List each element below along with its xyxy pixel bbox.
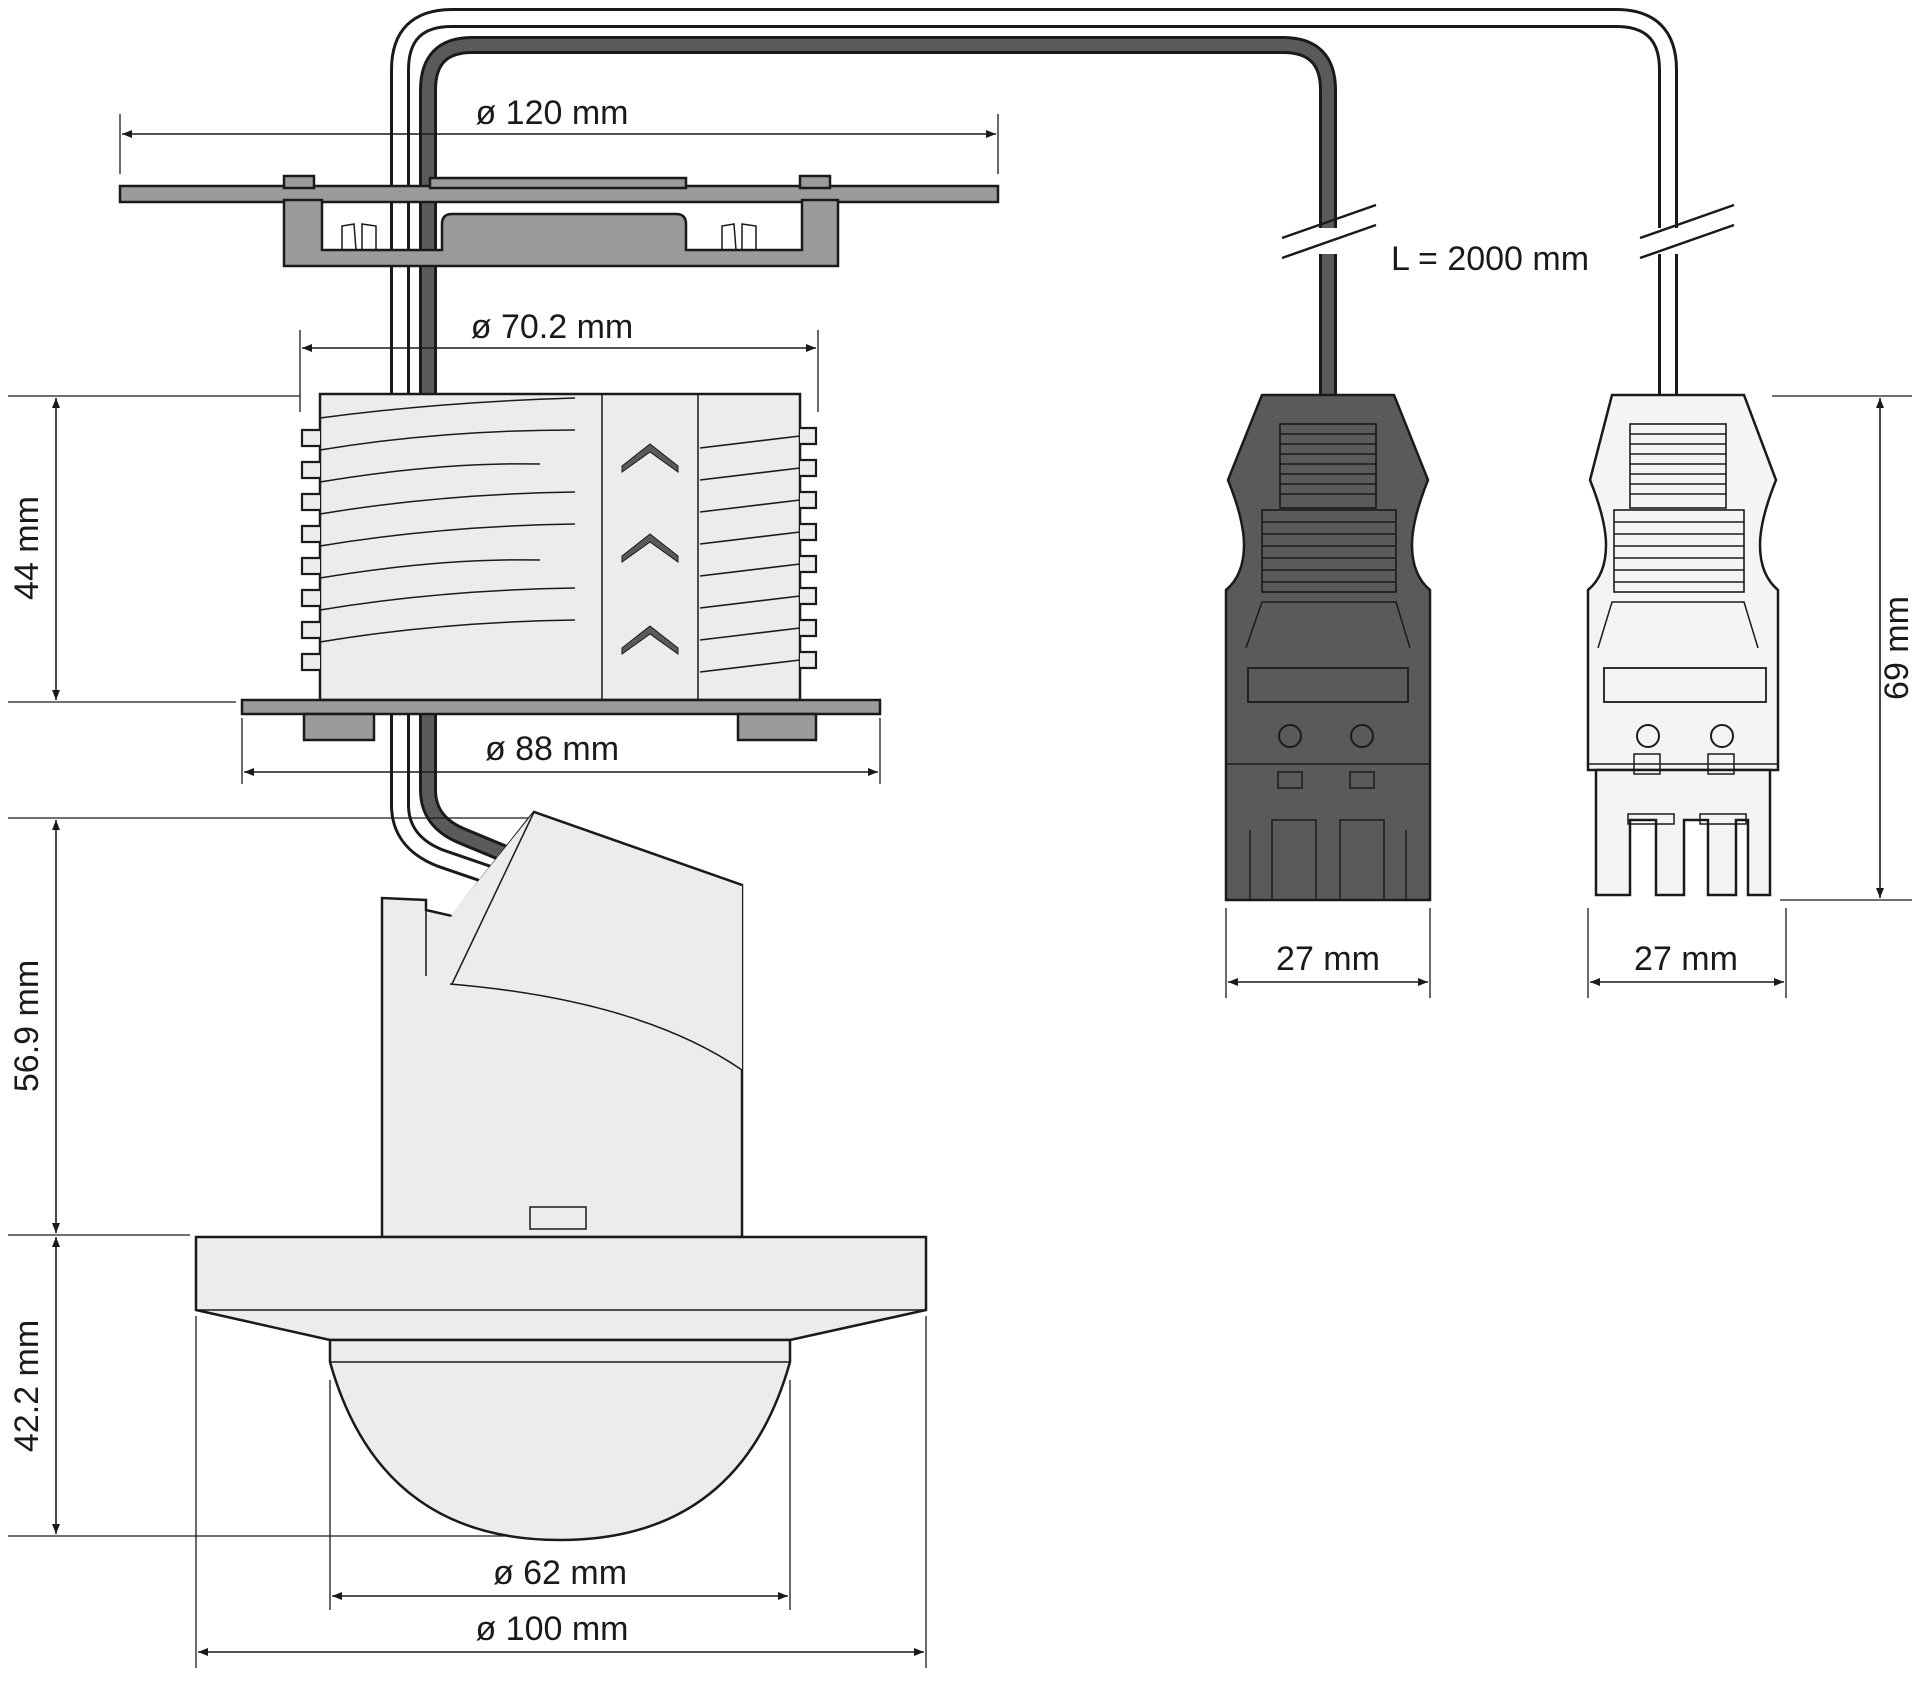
cable-length-label: L = 2000 mm xyxy=(1391,240,1589,278)
fins-left xyxy=(300,428,320,672)
sensor-dome xyxy=(328,1338,792,1542)
dimension-flange-diameter: ø 100 mm xyxy=(195,1316,927,1668)
dimension-dome-diameter: ø 62 mm xyxy=(329,1380,791,1610)
dimension-label: 42.2 mm xyxy=(8,1320,46,1452)
thread-lines xyxy=(319,397,801,673)
dimension-label: ø 62 mm xyxy=(493,1554,627,1592)
dimension-label: 27 mm xyxy=(1276,940,1380,978)
dimension-label: ø 100 mm xyxy=(475,1610,628,1648)
mounting-bracket xyxy=(118,174,1000,268)
dimension-label: 27 mm xyxy=(1634,940,1738,978)
lower-housing xyxy=(380,810,744,1239)
dimension-label: 44 mm xyxy=(8,496,46,600)
arrow-marks xyxy=(621,443,679,655)
upper-body xyxy=(300,392,818,702)
dimension-label: ø 88 mm xyxy=(485,730,619,768)
dimension-body-diameter: ø 70.2 mm xyxy=(299,308,819,412)
head-flange xyxy=(194,1235,928,1342)
dimension-connector-height: 69 mm xyxy=(1772,395,1916,901)
dimension-bracket-diameter: ø 120 mm xyxy=(119,94,999,174)
base-plate xyxy=(240,698,882,742)
connector-white xyxy=(1586,393,1780,897)
connector-black xyxy=(1224,393,1432,902)
dimension-head-height: 42.2 mm xyxy=(8,1237,508,1537)
dimension-label: ø 120 mm xyxy=(475,94,628,132)
cable-white xyxy=(390,8,1678,892)
dimension-connector-black-width: 27 mm xyxy=(1225,908,1431,998)
dimension-body-height: 44 mm xyxy=(8,395,300,703)
fins-right xyxy=(800,426,818,670)
dimension-label: 69 mm xyxy=(1878,596,1916,700)
dimension-base-diameter: ø 88 mm xyxy=(241,718,881,784)
cable-break-marks xyxy=(1281,203,1735,260)
dimension-label: 56.9 mm xyxy=(8,960,46,1092)
dimension-housing-height: 56.9 mm xyxy=(8,817,528,1236)
dimension-label: ø 70.2 mm xyxy=(471,308,633,346)
dimension-connector-white-width: 27 mm xyxy=(1587,908,1787,998)
